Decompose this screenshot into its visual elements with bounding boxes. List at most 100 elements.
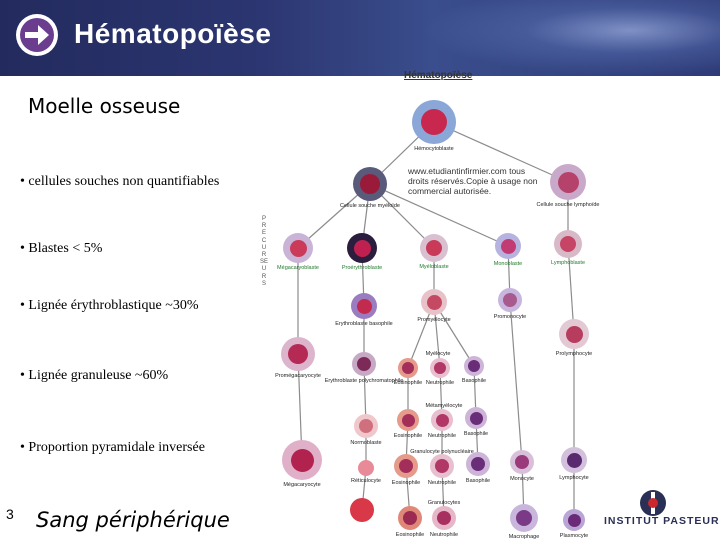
cell-label-plasmocyte: Plasmocyte — [559, 533, 589, 539]
cell-label-promonocyte: Promonocyte — [493, 314, 527, 320]
bullet-blasts: • Blastes < 5% — [20, 241, 103, 256]
cell-promonocyte — [498, 288, 522, 312]
cell-nucleus — [435, 459, 449, 473]
cell-label-metamyelocyte-baso: Basophile — [463, 431, 489, 437]
cell-lymphoblaste — [554, 230, 582, 258]
cell-nucleus — [402, 362, 414, 374]
cell-megacaryocyte — [282, 440, 322, 480]
cell-label-monoblaste: Monoblaste — [493, 261, 523, 267]
cell-label-myelocyte-neutro: Neutrophile — [425, 380, 455, 386]
cell-macrophage — [510, 504, 538, 532]
cell-nucleus — [426, 240, 442, 256]
cell-label-granulocyte-baso: Basophile — [465, 478, 491, 484]
cell-megacaryoblaste — [283, 233, 313, 263]
cell-label-myeloblaste: Myéloblaste — [419, 264, 449, 270]
cell-erythroblaste-basophile — [351, 293, 377, 319]
cell-myeloblaste — [420, 234, 448, 262]
cell-nucleus — [515, 455, 529, 469]
cell-nucleus — [437, 511, 451, 525]
cell-metamyelocyte-neutro — [431, 409, 453, 431]
cell-cellule-souche-myeloide — [353, 167, 387, 201]
bullet-granulocytic: • Lignée granuleuse ~60% — [20, 368, 169, 383]
footer-title: Sang périphérique — [36, 508, 230, 532]
stage-label-granulocytes-blood: Granulocytes — [427, 500, 461, 506]
diagram-title: Hématopoïèse — [404, 70, 473, 81]
cell-label-blood-eosino: Eosinophile — [395, 532, 425, 538]
cell-label-macrophage: Macrophage — [508, 534, 540, 540]
cell-label-cellule-souche-lymphoide: Cellule souche lymphoïde — [536, 202, 600, 208]
cell-label-granulocyte-neutro: Neutrophile — [427, 480, 457, 486]
cell-label-promegacaryocyte: Promégacaryocyte — [275, 373, 321, 379]
precursors-side-label: PRECURSEURS — [260, 216, 269, 287]
cell-label-cellule-souche-myeloide: Cellule souche myéloïde — [340, 203, 400, 209]
cell-nucleus — [470, 412, 483, 425]
cell-nucleus — [355, 503, 369, 517]
cell-nucleus — [503, 293, 517, 307]
cell-cellule-souche-lymphoide — [550, 164, 586, 200]
cell-reticulocyte — [358, 460, 374, 476]
stage-label-granulocyte: Granulocyte polynucléaire — [410, 449, 474, 455]
slide-number: 3 — [6, 506, 14, 522]
cell-label-promyelocyte: Promyélocyte — [417, 317, 451, 323]
hematopoiesis-diagram: Hématopoïèse www.etudiantinfirmier.com t… — [256, 64, 720, 540]
cell-hemocytoblaste — [412, 100, 456, 144]
lineage-arrow — [369, 183, 509, 247]
arrow-right-circle-icon — [16, 14, 58, 56]
cell-proerythroblaste — [347, 233, 377, 263]
cell-promyelocyte — [421, 289, 447, 315]
cell-nucleus — [290, 240, 307, 257]
cell-metamyelocyte-eosino — [397, 409, 419, 431]
cell-erythroblaste-polychromatophile — [352, 352, 376, 376]
institut-pasteur-logo — [640, 490, 666, 516]
cell-nucleus — [399, 459, 413, 473]
cell-label-metamyelocyte-neutro: Neutrophile — [427, 433, 457, 439]
cell-label-prolymphocyte: Prolymphocyte — [555, 351, 593, 357]
institut-pasteur-text: INSTITUT PASTEUR — [604, 515, 720, 527]
cell-nucleus — [357, 357, 371, 371]
cell-granulocyte-eosino — [394, 454, 418, 478]
cell-nucleus — [403, 511, 417, 525]
cell-label-monocyte: Monocyte — [510, 476, 534, 482]
cell-label-hemocytoblaste: Hémocytoblaste — [414, 146, 454, 152]
section-subtitle: Moelle osseuse — [28, 94, 181, 118]
cell-nucleus — [359, 419, 373, 433]
cell-nucleus — [362, 464, 371, 473]
cell-granulocyte-neutro — [430, 454, 454, 478]
cell-myelocyte-baso — [464, 356, 484, 376]
lineage-arrow — [433, 121, 569, 183]
cell-nucleus — [471, 457, 485, 471]
cell-nucleus — [360, 174, 380, 194]
cell-label-myelocyte-baso: Basophile — [461, 378, 487, 384]
cell-nucleus — [436, 414, 449, 427]
bullet-erythroblastic: • Lignée érythroblastique ~30% — [20, 298, 199, 313]
cell-nucleus — [566, 326, 583, 343]
cell-label-myelocyte-eosino: Eosinophile — [393, 380, 423, 386]
cell-nucleus — [558, 172, 579, 193]
page-title: Hématopoïèse — [74, 18, 272, 49]
stage-label-myelocyte: Myélocyte — [425, 351, 451, 357]
cell-erythrocyte — [350, 498, 374, 522]
cell-granulocyte-baso — [466, 452, 490, 476]
cell-label-metamyelocyte-eosino: Eosinophile — [393, 433, 423, 439]
cell-nucleus — [501, 239, 516, 254]
cell-label-lymphoblaste: Lymphoblaste — [550, 260, 586, 266]
cell-label-granulocyte-eosino: Eosinophile — [391, 480, 421, 486]
cell-nucleus — [434, 362, 446, 374]
cell-nucleus — [354, 240, 371, 257]
cell-blood-eosino — [398, 506, 422, 530]
header-banner: Hématopoïèse — [0, 0, 720, 76]
cell-label-blood-neutro: Neutrophile — [429, 532, 459, 538]
cell-label-lymphocyte: Lymphocyte — [559, 475, 589, 481]
cell-nucleus — [560, 236, 576, 252]
cell-nucleus — [568, 514, 581, 527]
cell-lymphocyte — [561, 447, 587, 473]
cell-label-reticulocyte: Réticulocyte — [351, 478, 381, 484]
cell-label-erythroblaste-polychromatophile: Erythroblaste polychromatophile — [324, 378, 404, 384]
cell-nucleus — [421, 109, 447, 135]
cell-myelocyte-neutro — [430, 358, 450, 378]
bullet-stem-cells: • cellules souches non quantifiables — [20, 174, 220, 189]
cell-nucleus — [357, 299, 372, 314]
cell-label-megacaryocyte: Mégacaryocyte — [283, 482, 321, 488]
cell-monocyte — [510, 450, 534, 474]
cell-promegacaryocyte — [281, 337, 315, 371]
